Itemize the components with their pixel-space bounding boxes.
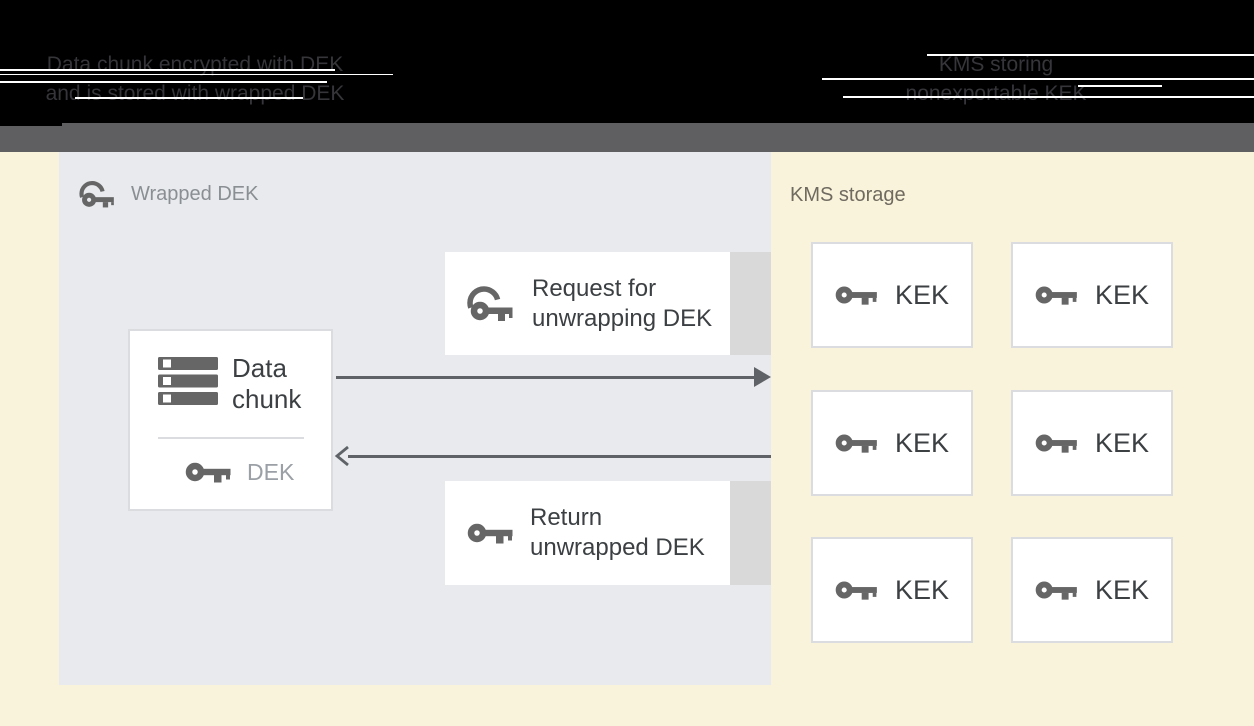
header-left-label: Data chunk encrypted with DEK and is sto…	[10, 50, 380, 108]
key-icon	[185, 457, 235, 487]
glitch-line	[1078, 85, 1162, 87]
kek-label: KEK	[1094, 279, 1150, 310]
glitch-line	[0, 69, 335, 71]
glitch-line	[75, 97, 303, 99]
wrapped-dek-header: Wrapped DEK	[79, 177, 258, 212]
kek-box: KEK	[811, 537, 973, 643]
request-box-shadow	[730, 252, 771, 355]
dek-label: DEK	[247, 458, 295, 485]
kek-label: KEK	[894, 574, 950, 605]
key-icon	[1035, 576, 1081, 604]
header-band: Data chunk encrypted with DEK and is sto…	[0, 0, 1254, 123]
request-box: Request for unwrapping DEK	[445, 252, 730, 355]
header-right-label: KMS storing nonexportable KEK	[860, 50, 1132, 108]
wrapped-dek-label: Wrapped DEK	[131, 183, 259, 205]
data-chunk-title: Data chunk	[232, 353, 301, 415]
glitch-line	[0, 74, 393, 75]
header-left-line2: and is stored with wrapped DEK	[45, 82, 345, 105]
request-box-text: Request for unwrapping DEK	[532, 274, 712, 334]
key-icon	[835, 281, 881, 309]
return-box-text: Return unwrapped DEK	[530, 503, 705, 563]
request-line1: Request for	[532, 274, 657, 302]
arrow-left-icon	[348, 455, 771, 458]
wrapped-key-icon	[467, 281, 519, 327]
return-box: Return unwrapped DEK	[445, 481, 730, 585]
key-icon	[835, 576, 881, 604]
header-right-line1: KMS storing	[938, 53, 1054, 76]
kek-label: KEK	[1094, 427, 1150, 458]
header-notch	[0, 123, 62, 126]
dek-row: DEK	[185, 457, 294, 487]
glitch-line	[0, 81, 327, 83]
wrapped-key-icon	[79, 177, 119, 212]
key-icon	[1035, 281, 1081, 309]
storage-stack-icon	[158, 357, 218, 405]
kek-box: KEK	[1011, 390, 1173, 496]
key-icon	[467, 518, 517, 548]
data-chunk-box: Data chunk DEK	[128, 329, 333, 511]
kek-box: KEK	[1011, 537, 1173, 643]
kek-box: KEK	[811, 242, 973, 348]
key-icon	[835, 429, 881, 457]
key-icon	[1035, 429, 1081, 457]
kek-label: KEK	[894, 427, 950, 458]
return-line2: unwrapped DEK	[530, 534, 705, 561]
arrow-right-head-icon	[754, 367, 771, 387]
kek-box: KEK	[811, 390, 973, 496]
kms-storage-label: KMS storage	[790, 184, 906, 206]
data-chunk-line1: Data	[232, 353, 287, 383]
glitch-line	[843, 96, 1254, 98]
header-right-line2: nonexportable KEK	[905, 82, 1087, 105]
data-chunk-line2: chunk	[232, 384, 302, 414]
kek-box: KEK	[1011, 242, 1173, 348]
kek-label: KEK	[1094, 574, 1150, 605]
divider	[158, 437, 304, 439]
return-line1: Return	[530, 504, 603, 531]
glitch-line	[822, 78, 1254, 80]
kek-label: KEK	[894, 279, 950, 310]
request-line2: unwrapping DEK	[532, 304, 713, 332]
return-box-shadow	[730, 481, 771, 585]
arrow-right-icon	[336, 376, 757, 379]
glitch-line	[927, 54, 1254, 56]
arrow-left-head-icon	[334, 445, 350, 467]
header-gray-bar	[0, 123, 1254, 152]
